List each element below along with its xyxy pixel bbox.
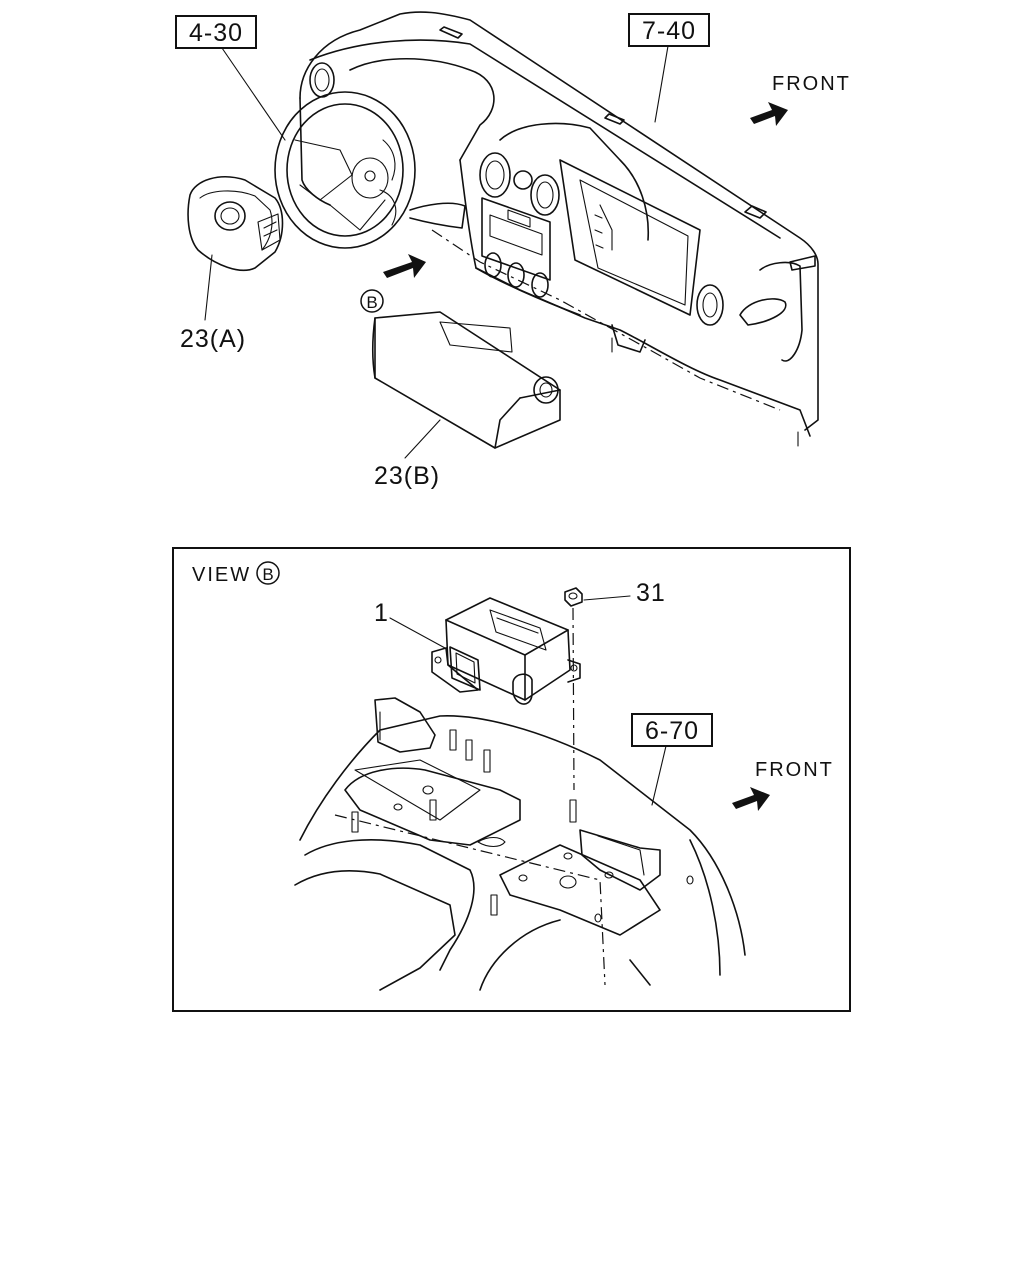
front-indicator-top: FRONT — [750, 73, 851, 126]
view-b-marker-letter: B — [366, 293, 377, 312]
part-label-sensor: 1 — [374, 599, 389, 627]
view-title-word: VIEW — [192, 564, 251, 586]
ref-steering-label: 4-30 — [189, 19, 243, 47]
ref-box-dashboard[interactable]: 7-40 — [628, 13, 710, 47]
floor-panel-drawing — [294, 697, 746, 991]
leader-airbag-a — [204, 254, 213, 321]
front-indicator-view: FRONT — [732, 759, 834, 811]
leader-floor — [651, 745, 667, 806]
passenger-airbag-drawing — [371, 311, 561, 449]
ref-floor-label: 6-70 — [645, 717, 699, 745]
view-panel-frame — [172, 547, 851, 1012]
steering-wheel-drawing — [274, 91, 416, 249]
part-label-airbag-driver: 23(A) — [180, 325, 246, 353]
sensor-module-drawing — [431, 597, 581, 705]
instrument-panel-drawing — [299, 11, 819, 447]
view-direction-arrow — [383, 254, 426, 278]
leader-nut — [583, 595, 631, 601]
front-label-top: FRONT — [772, 73, 851, 95]
ref-dashboard-label: 7-40 — [642, 17, 696, 45]
ref-box-floor[interactable]: 6-70 — [631, 713, 713, 747]
nut-drawing — [564, 587, 583, 791]
front-arrow-top-icon — [750, 102, 788, 126]
view-title-marker: B — [262, 565, 273, 584]
leader-airbag-b — [404, 419, 441, 459]
view-b-panel: VIEW B — [172, 547, 851, 1012]
leader-sensor — [389, 617, 446, 649]
ref-box-steering[interactable]: 4-30 — [175, 15, 257, 49]
driver-airbag-drawing — [187, 176, 284, 272]
dashboard-assembly: 4-30 7-40 23(A) 23(B) B FRONT — [175, 11, 851, 490]
view-title: VIEW B — [192, 561, 280, 586]
part-label-airbag-passenger: 23(B) — [374, 462, 440, 490]
view-b-marker: B — [360, 289, 384, 313]
leader-dashboard — [654, 45, 669, 123]
mounting-studs — [351, 729, 577, 916]
front-label-view: FRONT — [755, 759, 834, 781]
front-arrow-view-icon — [732, 787, 770, 811]
part-label-nut: 31 — [636, 579, 666, 607]
leader-steering — [221, 47, 286, 141]
